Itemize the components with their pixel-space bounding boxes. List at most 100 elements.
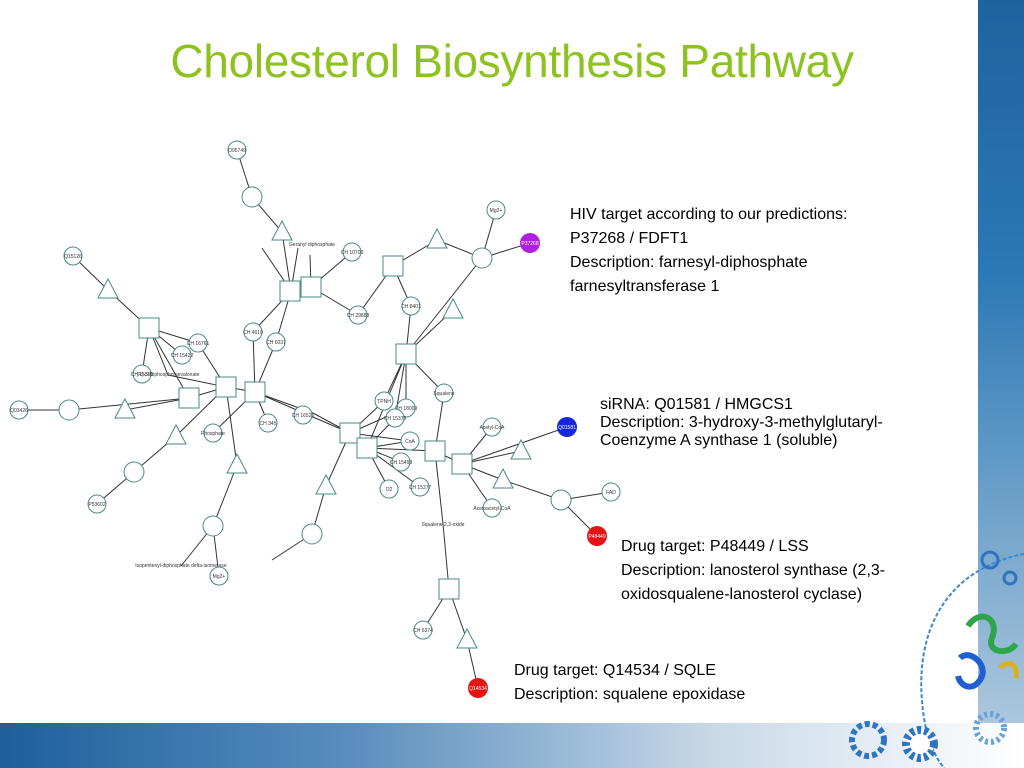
triangle-node	[426, 227, 448, 249]
triangle-node	[492, 467, 514, 489]
lss-annotation-line: Drug target: P48449 / LSS	[621, 538, 809, 555]
node-label-phosphate: Phosphate	[201, 431, 225, 437]
lss-annotation-line: oxidosqualene-lanosterol cyclase)	[621, 586, 863, 603]
node-label-ch15493: CH 15493	[390, 460, 413, 466]
right-gradient-bar	[978, 0, 1024, 768]
node-label-ch345: CH 345	[260, 421, 277, 427]
hiv-annotation-line: farnesyltransferase 1	[570, 278, 720, 295]
reaction-node	[300, 276, 322, 298]
node-label-p37268: P37268	[521, 241, 538, 247]
reaction-node	[339, 422, 361, 444]
node-label-ch15377: CH 15377	[409, 485, 432, 491]
triangle-node	[510, 438, 532, 460]
reaction-node	[451, 453, 473, 475]
node-label-q03426: Q03426	[10, 408, 28, 414]
triangle-node	[315, 473, 337, 495]
hiv-target-node	[520, 233, 540, 253]
reaction-node	[438, 578, 460, 600]
cell-outline	[920, 553, 1024, 768]
sqle-annotation-line: Drug target: Q14534 / SQLE	[514, 662, 716, 679]
node-label-isopentenyl: Isopentenyl-diphosphate delta-isomerase	[135, 563, 227, 569]
node-label-acetoacetyl-coa: Acetoacetyl-CoA	[473, 506, 511, 512]
reaction-node	[356, 437, 378, 459]
node-label-squalene: Squalene	[433, 391, 454, 397]
membrane-dot	[1002, 570, 1018, 586]
node-label-q01581: Q01581	[558, 425, 576, 431]
node-label-ch8401: CH 8401	[401, 304, 421, 310]
node-label-o95749: O95749	[228, 148, 246, 154]
node-label-ch6037: CH 6037	[266, 340, 286, 346]
pathway-edges	[19, 149, 612, 689]
node-label-ch16761: CH 16761	[187, 341, 210, 347]
triangle-node	[271, 219, 293, 241]
node-label-q14534: Q14534	[469, 686, 487, 692]
node-label-mg2plus-bottom: Mg2+	[213, 574, 226, 580]
triangle-node	[456, 627, 478, 649]
pathway-diagram: O95749 Mg2+ Q15126 Geranyl diphosphate C…	[9, 140, 621, 698]
sirna-annotation: siRNA: Q01581 / HMGCS1 Description: 3-hy…	[600, 396, 883, 450]
reaction-node	[138, 317, 160, 339]
reaction-node	[244, 381, 266, 403]
protein-ribbon	[955, 613, 1019, 690]
node-label-ch18009: CH 18009	[395, 406, 418, 412]
compound-node	[301, 523, 323, 545]
compound-nodes	[58, 186, 572, 545]
reaction-nodes	[138, 255, 473, 600]
node-label-o2: O2	[386, 487, 393, 493]
node-label-fad: FAD	[606, 490, 616, 496]
node-label-coa: CoA	[405, 439, 415, 445]
node-label-tpnh: TPNH	[377, 399, 391, 405]
node-label-p48449: P48449	[588, 534, 605, 540]
reaction-node	[215, 376, 237, 398]
hiv-annotation-line: P37268 / FDFT1	[570, 230, 689, 247]
node-label-ch15379: CH 15379	[384, 416, 407, 422]
triangle-node	[165, 423, 187, 445]
triangle-node	[442, 297, 464, 319]
hiv-target-annotation: HIV target according to our predictions:…	[570, 203, 847, 299]
node-label-ch29888: CH 29888	[347, 313, 370, 319]
triangle-node	[114, 397, 136, 419]
sirna-annotation-line: siRNA: Q01581 / HMGCS1	[600, 396, 793, 413]
node-label-mg2plus-top: Mg2+	[490, 208, 503, 214]
protein-structure-decoration	[849, 550, 1024, 768]
triangle-node	[97, 277, 119, 299]
lss-annotation: Drug target: P48449 / LSS Description: l…	[621, 535, 885, 607]
node-label-diphosphomevalonate: (R)-5-Diphosphomevalonate	[137, 372, 200, 378]
reaction-node	[382, 255, 404, 277]
sirna-annotation-line: Coenzyme A synthase 1 (soluble)	[600, 432, 838, 449]
node-label-ch4610: CH 4610	[243, 330, 263, 336]
compound-node	[123, 461, 145, 483]
node-label-q15126: Q15126	[64, 254, 82, 260]
node-label-ch6374: CH 6374	[413, 628, 433, 634]
target-nodes: P37268 Q01581 P48449 Q14534	[468, 233, 607, 698]
node-label-geranyl: Geranyl diphosphate	[289, 242, 335, 248]
hiv-annotation-line: Description: farnesyl-diphosphate	[570, 254, 808, 271]
reaction-node	[279, 280, 301, 302]
compound-node	[550, 489, 572, 511]
lss-target-node	[587, 526, 607, 546]
node-label-ch15422: CH 15422	[171, 353, 194, 359]
sqle-annotation: Drug target: Q14534 / SQLE Description: …	[514, 659, 745, 707]
sirna-target-node	[557, 417, 577, 437]
hiv-annotation-line: HIV target according to our predictions:	[570, 206, 848, 223]
compound-node	[471, 247, 493, 269]
reaction-node	[395, 343, 417, 365]
node-label-p53602: P53602	[88, 502, 105, 508]
labeled-nodes: O95749 Mg2+ Q15126 Geranyl diphosphate C…	[9, 140, 621, 640]
virus-particle	[973, 711, 1007, 745]
node-label-ch16526: CH 16526	[292, 413, 315, 419]
membrane-dot	[980, 550, 1000, 570]
node-label-squalene-oxide: Squalene 2,3-oxide	[421, 522, 464, 528]
sirna-annotation-line: Description: 3-hydroxy-3-methylglutaryl-	[600, 414, 883, 431]
node-label-ch10700: CH 10700	[341, 250, 364, 256]
compound-node	[241, 186, 263, 208]
virus-particle	[902, 726, 938, 762]
reaction-node	[424, 440, 446, 462]
triangle-node	[226, 452, 248, 474]
compound-node	[202, 515, 224, 537]
sqle-target-node	[468, 678, 488, 698]
virus-particle	[849, 721, 887, 759]
compound-node	[58, 399, 80, 421]
lss-annotation-line: Description: lanosterol synthase (2,3-	[621, 562, 886, 579]
sqle-annotation-line: Description: squalene epoxidase	[514, 686, 746, 703]
